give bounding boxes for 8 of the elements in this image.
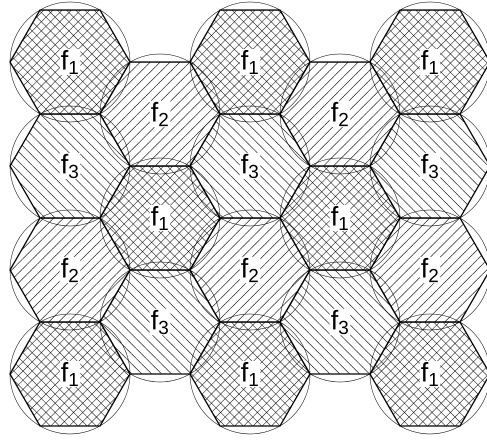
hexagon-cell: f$_{1}$ (9, 2, 131, 122)
hexagon-cell: f$_{1}$ (369, 2, 487, 122)
hexagon-cell: f$_{1}$ (279, 158, 401, 278)
hexagon-cell: f$_{1}$ (9, 314, 131, 434)
hexagon-cell: f$_{1}$ (99, 158, 221, 278)
hexagon-cell: f$_{1}$ (369, 314, 487, 434)
hexagon-cell: f$_{1}$ (189, 314, 311, 434)
hexagon-cell: f$_{1}$ (189, 2, 311, 122)
